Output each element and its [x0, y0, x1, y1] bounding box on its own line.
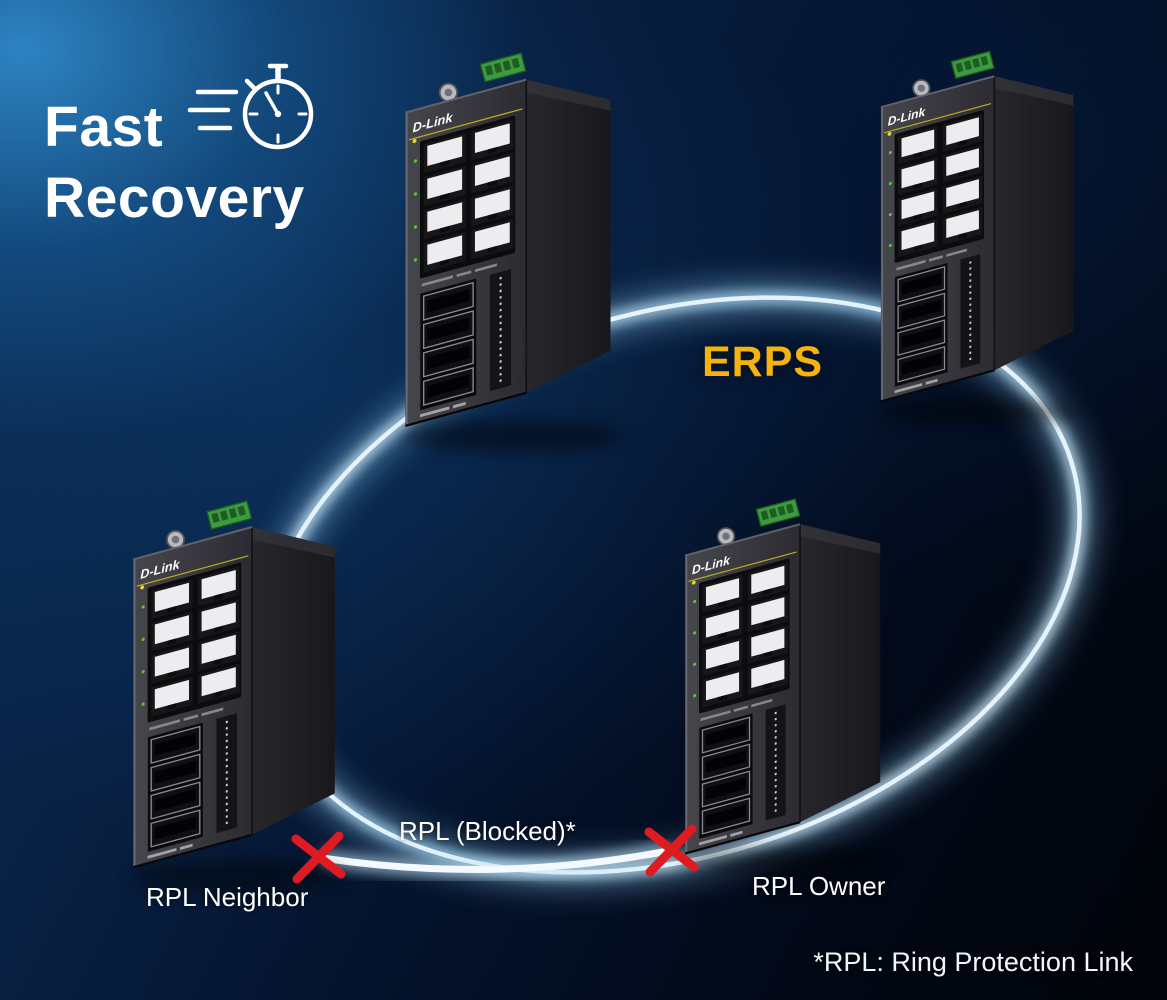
headline-line1: Fast: [44, 95, 164, 159]
blocked-x-icon: [291, 831, 346, 884]
erps-label: ERPS: [702, 338, 824, 386]
blocked-x-icon: [644, 824, 699, 877]
switch-rpl-neighbor: [132, 500, 336, 869]
rpl-neighbor-label: RPL Neighbor: [146, 882, 309, 912]
headline: Fast Recovery: [44, 92, 305, 233]
switch-top-left: [404, 52, 612, 428]
switch-shadows: [130, 399, 1080, 891]
headline-line2: Recovery: [44, 165, 305, 230]
rpl-footnote: *RPL: Ring Protection Link: [813, 947, 1133, 977]
rpl-owner-label: RPL Owner: [752, 871, 886, 901]
stopwatch-icon: [187, 63, 314, 150]
blocked-link-segment: [320, 842, 670, 879]
blocked-link-label: RPL (Blocked)*: [399, 816, 576, 846]
switch-top-right: [879, 50, 1075, 403]
